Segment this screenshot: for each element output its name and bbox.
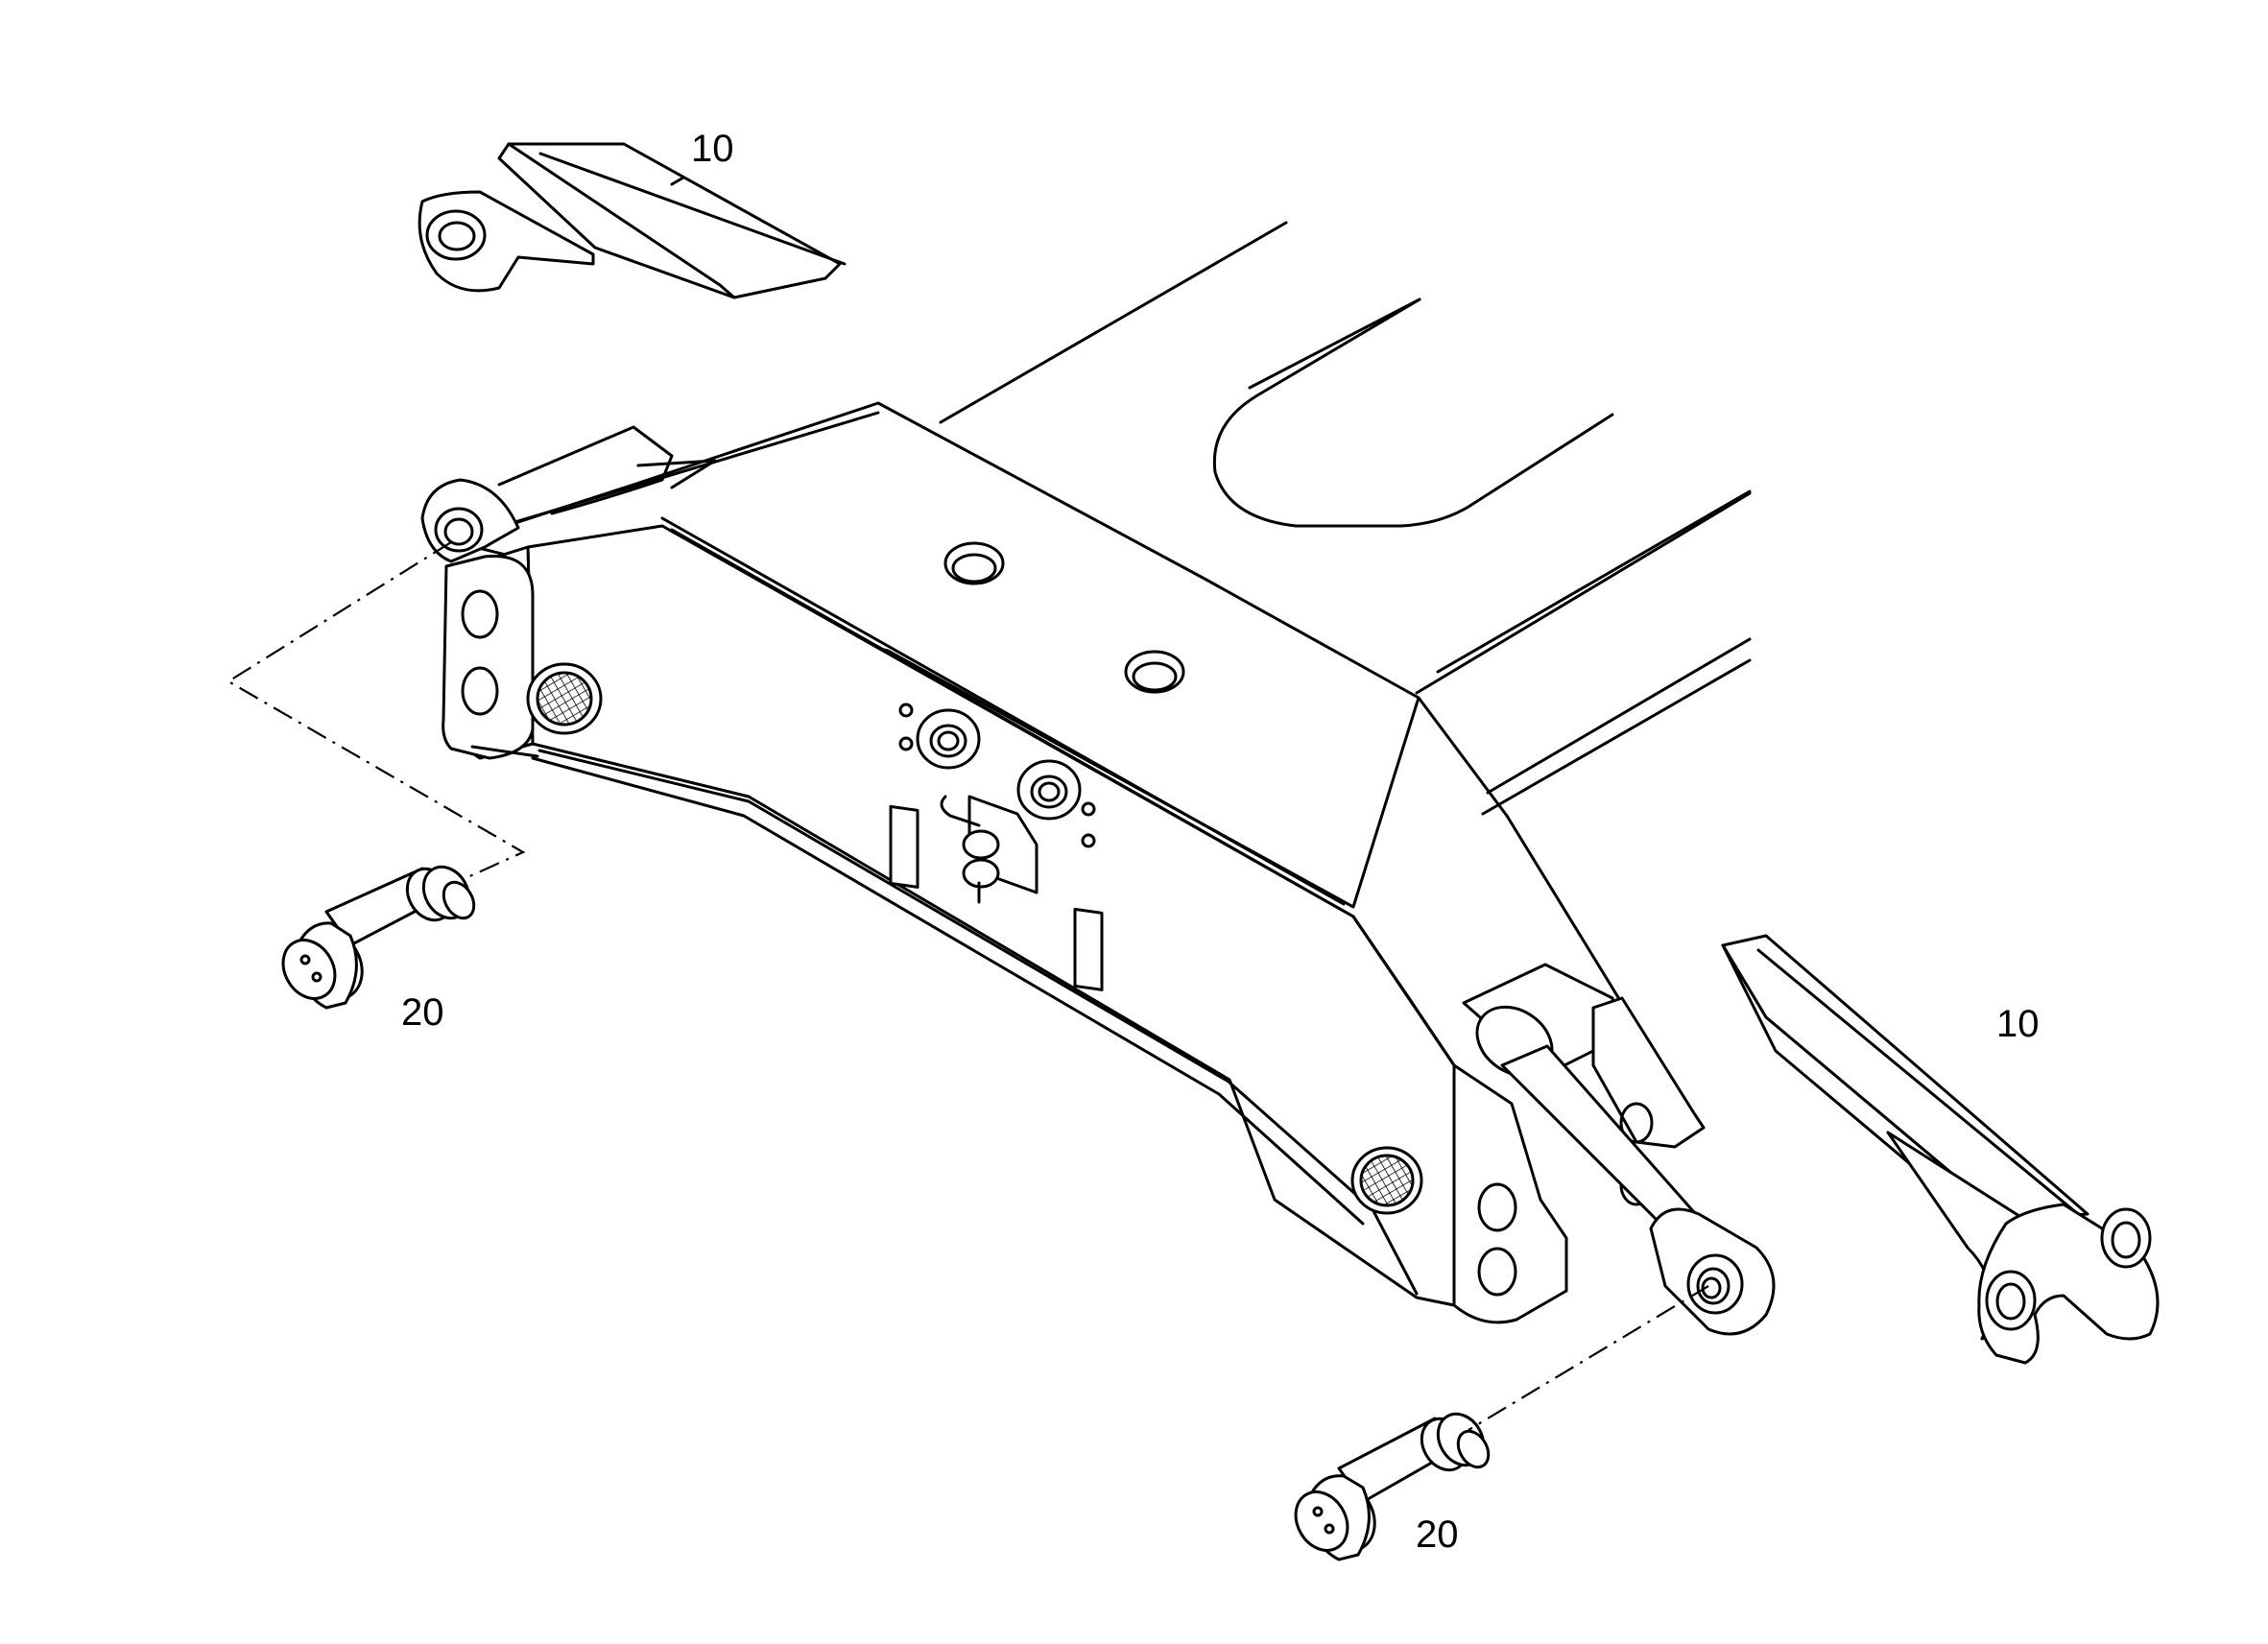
hose-clamp-bracket — [940, 795, 1039, 904]
assembly-centerlines — [226, 541, 1709, 1431]
top-hole-1 — [943, 541, 1005, 585]
callout-20-bottom: 20 — [1416, 1513, 1459, 1556]
cylinder-rod — [1475, 1005, 1776, 1336]
main-beam — [420, 401, 1776, 1336]
grease-fitting-left — [526, 662, 603, 735]
left-pivot-lug — [420, 478, 520, 563]
right-plate-hole-lower — [1477, 1247, 1517, 1297]
upper-frame-outline — [939, 221, 1752, 816]
grease-fitting-right — [1350, 1146, 1423, 1215]
callout-20-left: 20 — [401, 991, 444, 1034]
link-part-10-top — [418, 142, 847, 299]
callout-10-right: 10 — [1996, 1003, 2040, 1045]
left-plate-hole-lower — [461, 666, 499, 716]
center-bracket-left — [889, 703, 981, 889]
center-bracket-right — [1016, 759, 1104, 991]
left-plate-hole-upper — [461, 589, 499, 639]
pin-part-20-bottom — [1294, 1412, 1491, 1561]
callout-10-top-left: 10 — [691, 128, 734, 170]
right-plate-hole-upper — [1477, 1182, 1517, 1232]
top-hole-2 — [1124, 650, 1185, 694]
link-part-10-right — [1721, 934, 2160, 1365]
pin-part-20-left — [281, 865, 476, 1010]
